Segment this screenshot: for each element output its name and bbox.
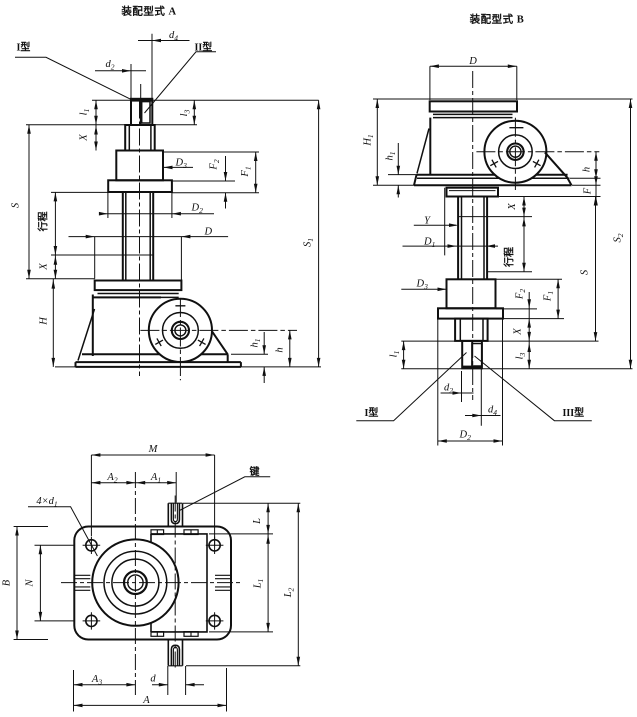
- svg-text:装配型式 B: 装配型式 B: [469, 13, 525, 26]
- svg-text:D: D: [204, 226, 213, 237]
- svg-text:A1: A1: [150, 472, 161, 485]
- svg-text:A3: A3: [91, 674, 102, 687]
- svg-text:d: d: [150, 674, 156, 685]
- svg-text:X: X: [79, 134, 90, 142]
- svg-text:D2: D2: [459, 430, 472, 443]
- svg-text:H: H: [39, 316, 50, 326]
- svg-text:D2: D2: [191, 203, 204, 216]
- svg-text:行程: 行程: [503, 247, 516, 268]
- svg-text:h1: h1: [385, 152, 398, 161]
- svg-text:II型: II型: [195, 41, 213, 54]
- svg-text:键: 键: [249, 465, 261, 478]
- svg-text:X: X: [513, 328, 524, 336]
- svg-text:X: X: [39, 263, 50, 271]
- svg-text:d2: d2: [106, 59, 115, 72]
- svg-text:F1: F1: [543, 291, 556, 302]
- svg-text:D: D: [468, 56, 477, 67]
- svg-text:I型: I型: [365, 406, 379, 419]
- svg-text:L: L: [252, 518, 263, 525]
- svg-text:N: N: [25, 579, 36, 588]
- svg-text:F2: F2: [209, 159, 222, 170]
- svg-text:装配型式 A: 装配型式 A: [120, 5, 176, 18]
- svg-text:D1: D1: [423, 237, 435, 250]
- svg-text:L2: L2: [283, 587, 296, 598]
- svg-text:F: F: [583, 187, 594, 195]
- svg-text:L1: L1: [253, 579, 266, 590]
- svg-text:B: B: [2, 579, 13, 586]
- svg-text:A2: A2: [106, 472, 117, 485]
- svg-text:F1: F1: [240, 166, 253, 177]
- svg-text:4×d1: 4×d1: [36, 496, 57, 509]
- svg-text:l1: l1: [79, 109, 92, 116]
- svg-text:F2: F2: [515, 289, 528, 300]
- svg-text:l3: l3: [515, 352, 528, 359]
- svg-text:h: h: [275, 347, 286, 352]
- svg-text:h1: h1: [250, 339, 263, 348]
- svg-text:S: S: [580, 269, 591, 275]
- svg-text:S2: S2: [613, 233, 626, 242]
- svg-text:A: A: [142, 695, 150, 706]
- svg-text:行程: 行程: [37, 212, 50, 233]
- svg-text:l1: l1: [389, 351, 402, 358]
- svg-text:D3: D3: [175, 157, 188, 170]
- svg-text:l3: l3: [179, 109, 192, 116]
- svg-text:III型: III型: [563, 406, 585, 419]
- svg-text:H1: H1: [363, 134, 376, 146]
- svg-text:I型: I型: [17, 41, 31, 54]
- svg-text:d2: d2: [444, 383, 453, 396]
- svg-text:Y: Y: [424, 216, 431, 227]
- svg-text:M: M: [148, 444, 159, 455]
- svg-text:S1: S1: [303, 238, 316, 247]
- svg-text:D3: D3: [416, 278, 429, 291]
- svg-text:d4: d4: [488, 405, 497, 418]
- svg-text:X: X: [507, 203, 518, 211]
- svg-text:S: S: [11, 202, 22, 208]
- svg-text:d4: d4: [169, 30, 178, 43]
- svg-text:h: h: [582, 167, 593, 172]
